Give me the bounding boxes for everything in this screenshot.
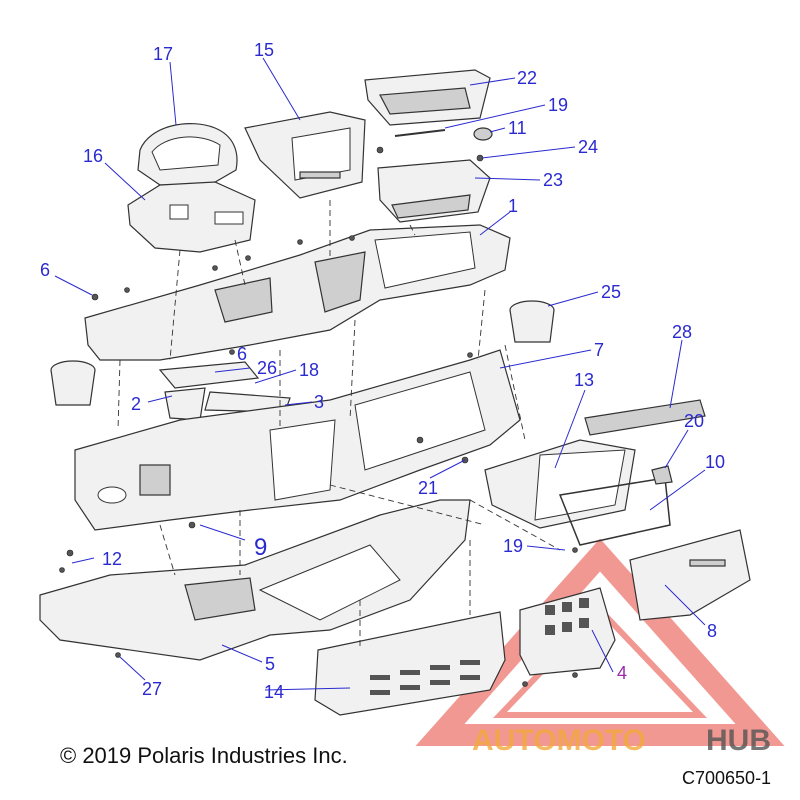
document-id: C700650-1 [682,768,771,788]
part-17-gauge-bezel [137,123,238,186]
cup-holder-left [50,360,96,406]
callout-12: 12 [102,549,122,569]
callout-labels: 17 15 16 22 19 11 24 23 1 6 25 28 7 6 26… [40,40,725,702]
callout-14: 14 [264,682,284,702]
part-10-seal [558,477,671,546]
callout-7: 7 [594,340,604,360]
callout-10: 10 [705,452,725,472]
part-25-cup-holder [509,300,555,343]
callout-5: 5 [265,654,275,674]
callout-17: 17 [153,44,173,64]
part-20-latch [651,465,673,485]
callout-6-left: 6 [40,260,50,280]
callout-22: 22 [517,68,537,88]
callout-3: 3 [314,392,324,412]
callout-25: 25 [601,282,621,302]
callout-4: 4 [617,663,627,683]
part-13-glovebox-housing [484,439,636,529]
callout-18: 18 [299,360,319,380]
fasteners [59,146,578,687]
part-23-storage-bin [377,159,491,223]
part-4-switch-panel [519,587,616,676]
callout-11: 11 [508,118,527,138]
callout-20: 20 [684,411,704,431]
callout-15: 15 [254,40,274,60]
callout-23: 23 [543,170,563,190]
callout-19-lower: 19 [503,536,523,556]
copyright-text: © 2019 Polaris Industries Inc. [60,743,348,768]
callout-27: 27 [142,679,162,699]
part-19-bolt-upper [394,129,446,137]
callout-8: 8 [707,621,717,641]
part-26-bracket-plate [158,361,260,389]
callout-9: 9 [254,534,267,561]
callout-24: 24 [578,137,598,157]
callout-19-upper: 19 [548,95,568,115]
watermark-text: AUTOMOTO HUB [472,724,771,757]
part-22-upper-lid [364,69,491,126]
watermark-text-hub: HUB [706,724,771,757]
callout-26: 26 [257,358,277,378]
part-11-grommet [473,127,493,141]
leader-lines [54,57,706,691]
part-14-lower-grille [314,611,506,716]
callout-21: 21 [418,478,438,498]
callout-6-center: 6 [237,344,247,364]
callout-2: 2 [131,394,141,414]
part-2-bracket [164,387,206,421]
part-1-upper-dash-panel [84,224,511,361]
part-8-glovebox-door [629,529,751,621]
alignment-lines [117,200,561,650]
part-28-trim-strip [584,399,706,436]
part-7-main-dash-frame [74,349,521,531]
callout-1: 1 [508,196,518,216]
callout-13: 13 [574,370,594,390]
part-15-display-screen [244,111,366,199]
part-5-lower-dash-panel [39,499,471,661]
callout-16: 16 [83,146,103,166]
callout-28: 28 [672,322,692,342]
watermark-text-automoto: AUTOMOTO [472,724,646,757]
part-16-gauge-housing [127,181,256,253]
